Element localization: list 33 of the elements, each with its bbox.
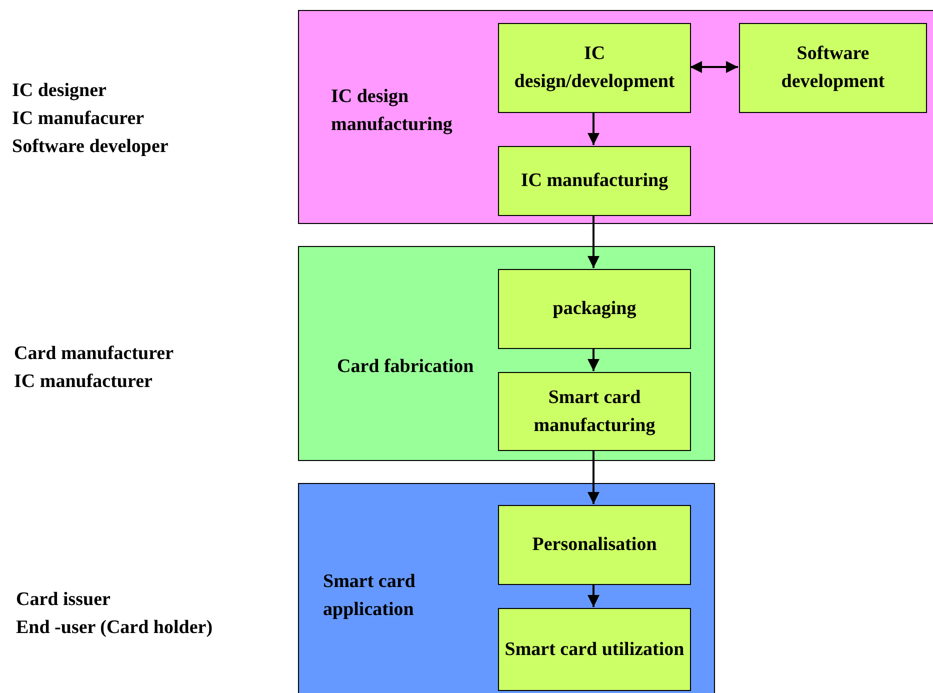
arrow: [588, 112, 600, 145]
step-label: Personalisation: [531, 533, 658, 557]
step-label: IC design/development: [513, 42, 676, 94]
step-label: packaging: [552, 297, 638, 321]
role-label: IC designer: [12, 79, 106, 103]
stage-panel: [298, 246, 715, 461]
role-label: Card manufacturer: [14, 342, 174, 366]
role-label: IC manufacurer: [12, 107, 144, 131]
step-label: Smart card manufacturing: [532, 386, 656, 438]
step-label: IC manufacturing: [520, 169, 670, 193]
process-box: [498, 269, 691, 349]
role-label: Card issuer: [16, 588, 110, 612]
stage-title: IC design manufacturing: [331, 85, 454, 137]
process-box: [498, 23, 691, 113]
arrow: [588, 348, 600, 371]
role-label: IC manufacturer: [14, 370, 152, 394]
process-box: [498, 146, 691, 216]
process-box: [498, 505, 691, 585]
role-label: Software developer: [12, 135, 168, 159]
stage-panel: [298, 10, 933, 224]
stage-title: Card fabrication: [337, 355, 475, 379]
process-box: [498, 608, 691, 691]
step-label: Software development: [780, 42, 886, 94]
stage-panel: [298, 483, 715, 693]
step-label: Smart card utilization: [504, 638, 686, 662]
process-box: [739, 23, 927, 113]
arrow: [588, 450, 600, 504]
arrow: [690, 61, 738, 73]
process-box: [498, 372, 691, 451]
stage-title: Smart card application: [323, 570, 416, 622]
arrow: [588, 584, 600, 607]
role-label: End -user (Card holder): [16, 616, 213, 640]
arrow: [588, 215, 600, 268]
